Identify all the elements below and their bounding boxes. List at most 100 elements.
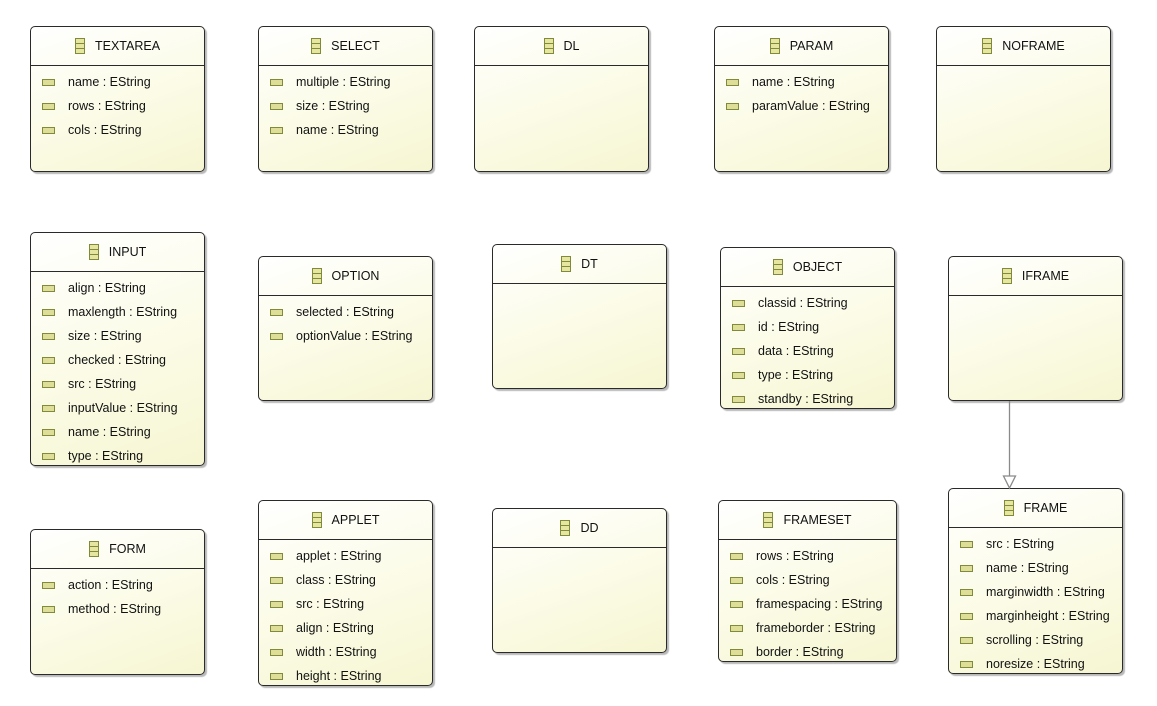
attribute-row[interactable]: align : EString (31, 276, 204, 300)
attribute-icon (730, 576, 743, 584)
class-textarea[interactable]: TEXTAREA name : EString rows : EString cols… (30, 26, 205, 172)
attribute-row[interactable]: scrolling : EString (949, 628, 1122, 652)
attribute-row[interactable]: optionValue : EString (259, 324, 432, 348)
attribute-row[interactable]: align : EString (259, 616, 432, 640)
attribute-row[interactable]: marginheight : EString (949, 604, 1122, 628)
class-icon (982, 38, 993, 54)
class-icon (88, 244, 99, 260)
attribute-row[interactable]: src : EString (949, 532, 1122, 556)
attribute-row[interactable]: standby : EString (721, 387, 894, 411)
attribute-icon (270, 126, 283, 134)
attribute-icon (42, 404, 55, 412)
attribute-row[interactable]: size : EString (259, 94, 432, 118)
attribute-row[interactable]: paramValue : EString (715, 94, 888, 118)
class-name: DD (580, 521, 599, 535)
attribute-row[interactable]: name : EString (31, 420, 204, 444)
class-header: DT (493, 245, 666, 284)
attribute-list (949, 296, 1122, 300)
class-icon (543, 38, 554, 54)
attribute-row[interactable]: name : EString (949, 556, 1122, 580)
class-name: PARAM (789, 39, 834, 53)
class-form[interactable]: FORM action : EString method : EString (30, 529, 205, 675)
class-dt[interactable]: DT (492, 244, 667, 389)
attribute-row[interactable]: cols : EString (31, 118, 204, 142)
attribute-label: paramValue : EString (752, 99, 870, 113)
attribute-row[interactable]: rows : EString (31, 94, 204, 118)
attribute-label: selected : EString (296, 305, 394, 319)
class-header: APPLET (259, 501, 432, 540)
attribute-row[interactable]: selected : EString (259, 300, 432, 324)
attribute-row[interactable]: data : EString (721, 339, 894, 363)
attribute-label: src : EString (68, 377, 137, 391)
class-dd[interactable]: DD (492, 508, 667, 653)
attribute-row[interactable]: action : EString (31, 573, 204, 597)
attribute-row[interactable]: name : EString (715, 70, 888, 94)
attribute-icon (726, 102, 739, 110)
attribute-row[interactable]: checked : EString (31, 348, 204, 372)
attribute-row[interactable]: class : EString (259, 568, 432, 592)
class-iframe[interactable]: IFRAME (948, 256, 1123, 401)
attribute-icon (960, 588, 973, 596)
class-param[interactable]: PARAM name : EString paramValue : EString (714, 26, 889, 172)
attribute-list: selected : EString optionValue : EString (259, 296, 432, 348)
attribute-label: border : EString (756, 645, 844, 659)
attribute-row[interactable]: marginwidth : EString (949, 580, 1122, 604)
attribute-row[interactable]: multiple : EString (259, 70, 432, 94)
class-select[interactable]: SELECT multiple : EString size : EString na… (258, 26, 433, 172)
class-header: FORM (31, 530, 204, 569)
attribute-row[interactable]: height : EString (259, 664, 432, 688)
attribute-icon (42, 605, 55, 613)
attribute-label: checked : EString (68, 353, 166, 367)
class-name: FORM (109, 542, 146, 556)
attribute-row[interactable]: src : EString (259, 592, 432, 616)
attribute-row[interactable]: type : EString (721, 363, 894, 387)
attribute-row[interactable]: size : EString (31, 324, 204, 348)
attribute-row[interactable]: classid : EString (721, 291, 894, 315)
class-header: FRAMESET (719, 501, 896, 540)
attribute-list (493, 284, 666, 288)
class-dl[interactable]: DL (474, 26, 649, 172)
attribute-row[interactable]: method : EString (31, 597, 204, 621)
attribute-row[interactable]: maxlength : EString (31, 300, 204, 324)
attribute-row[interactable]: noresize : EString (949, 652, 1122, 676)
attribute-label: name : EString (296, 123, 379, 137)
attribute-list: action : EString method : EString (31, 569, 204, 621)
attribute-row[interactable]: type : EString (31, 444, 204, 468)
attribute-row[interactable]: cols : EString (719, 568, 896, 592)
class-header: SELECT (259, 27, 432, 66)
attribute-label: type : EString (758, 368, 834, 382)
attribute-row[interactable]: width : EString (259, 640, 432, 664)
attribute-row[interactable]: name : EString (259, 118, 432, 142)
class-header: TEXTAREA (31, 27, 204, 66)
attribute-icon (42, 284, 55, 292)
attribute-label: method : EString (68, 602, 162, 616)
attribute-icon (42, 452, 55, 460)
attribute-row[interactable]: border : EString (719, 640, 896, 664)
attribute-row[interactable]: inputValue : EString (31, 396, 204, 420)
attribute-row[interactable]: rows : EString (719, 544, 896, 568)
attribute-row[interactable]: id : EString (721, 315, 894, 339)
class-icon (560, 520, 571, 536)
attribute-icon (42, 428, 55, 436)
attribute-icon (42, 380, 55, 388)
class-header: IFRAME (949, 257, 1122, 296)
class-noframe[interactable]: NOFRAME (936, 26, 1111, 172)
attribute-label: rows : EString (68, 99, 146, 113)
attribute-row[interactable]: frameborder : EString (719, 616, 896, 640)
attribute-label: multiple : EString (296, 75, 391, 89)
attribute-icon (730, 624, 743, 632)
attribute-label: data : EString (758, 344, 834, 358)
attribute-icon (42, 332, 55, 340)
attribute-label: align : EString (296, 621, 374, 635)
attribute-row[interactable]: framespacing : EString (719, 592, 896, 616)
attribute-row[interactable]: src : EString (31, 372, 204, 396)
attribute-row[interactable]: name : EString (31, 70, 204, 94)
attribute-row[interactable]: applet : EString (259, 544, 432, 568)
